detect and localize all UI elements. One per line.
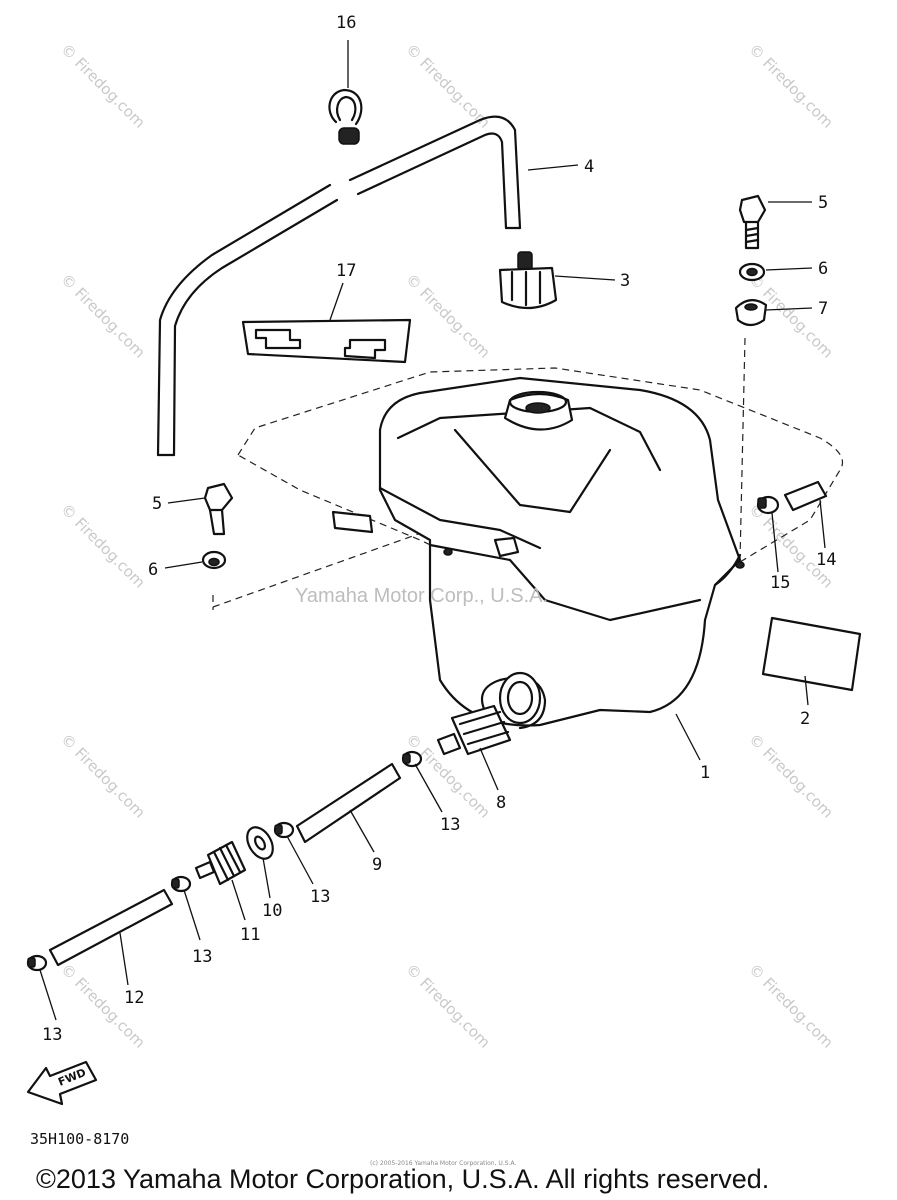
callout-14: 14 [816,550,836,570]
part-9-fuel-hose [295,762,402,844]
watermark: © Firedog.com [745,960,837,1052]
part-8-fuel-filter [436,704,512,756]
part-3-fuel-cap [498,251,558,310]
callout-3: 3 [620,271,630,291]
callout-2: 2 [800,709,810,729]
callout-5: 5 [818,193,828,213]
watermark: © Firedog.com [57,500,149,592]
callouts: 16 4 5 6 7 3 17 5 6 14 15 2 1 8 13 9 13 … [42,13,836,1045]
callout-11: 11 [240,925,260,945]
part-5-bolt-left [203,482,234,536]
callout-13: 13 [192,947,212,967]
leader-lines [39,40,826,1021]
callout-6: 6 [818,259,828,279]
watermark: © Firedog.com [402,960,494,1052]
callout-1: 1 [700,763,710,783]
part-15-clip [756,495,780,515]
diagram-part-number: 35H100-8170 [30,1130,129,1148]
part-2-decal [761,616,862,692]
part-13-clip [401,750,423,768]
watermark: © Firedog.com [745,500,837,592]
part-12-fuel-hose [48,888,174,967]
watermark: © Firedog.com [745,40,837,132]
watermark: © Firedog.com [402,40,494,132]
part-6-collar-left [201,550,227,570]
callout-7: 7 [818,299,828,319]
callout-9: 9 [372,855,382,875]
callout-6-left: 6 [148,560,158,580]
watermark: © Firedog.com [745,730,837,822]
callout-4: 4 [584,157,594,177]
part-10-washer [246,826,274,860]
fitting-left [331,510,374,534]
part-13-clip [273,821,295,839]
callout-13: 13 [310,887,330,907]
part-11-fitting [194,840,247,886]
callout-16: 16 [336,13,356,33]
part-17-label [241,318,412,364]
callout-13: 13 [440,815,460,835]
callout-10: 10 [262,901,282,921]
part-4-breather-hose [156,115,522,457]
callout-15: 15 [770,573,790,593]
callout-5-left: 5 [152,494,162,514]
leader-dashed [739,337,746,561]
part-6-collar-right [738,262,766,282]
watermark: © Firedog.com [57,40,149,132]
part-5-bolt-right [738,194,767,250]
fwd-arrow: FWD [26,1060,98,1106]
part-7-grommet [734,299,768,327]
leader-dashed [212,521,453,608]
callout-17: 17 [336,261,356,281]
copyright-notice: ©2013 Yamaha Motor Corporation, U.S.A. A… [36,1164,769,1194]
callout-12: 12 [124,988,144,1008]
callout-8: 8 [496,793,506,813]
part-1-fuel-tank [378,376,745,730]
part-16-clamp [328,88,363,145]
watermark: © Firedog.com [402,270,494,362]
watermark: © Firedog.com [57,270,149,362]
tiny-notice: (c) 2005-2016 Yamaha Motor Corporation, … [370,1160,516,1167]
part-13-clip [170,875,192,893]
watermark: © Firedog.com [57,730,149,822]
part-14-hose [783,480,828,512]
callout-13: 13 [42,1025,62,1045]
center-watermark: Yamaha Motor Corp., U.S.A. [295,585,548,607]
fitting-elbow [493,536,520,558]
part-13-clip [26,954,48,972]
